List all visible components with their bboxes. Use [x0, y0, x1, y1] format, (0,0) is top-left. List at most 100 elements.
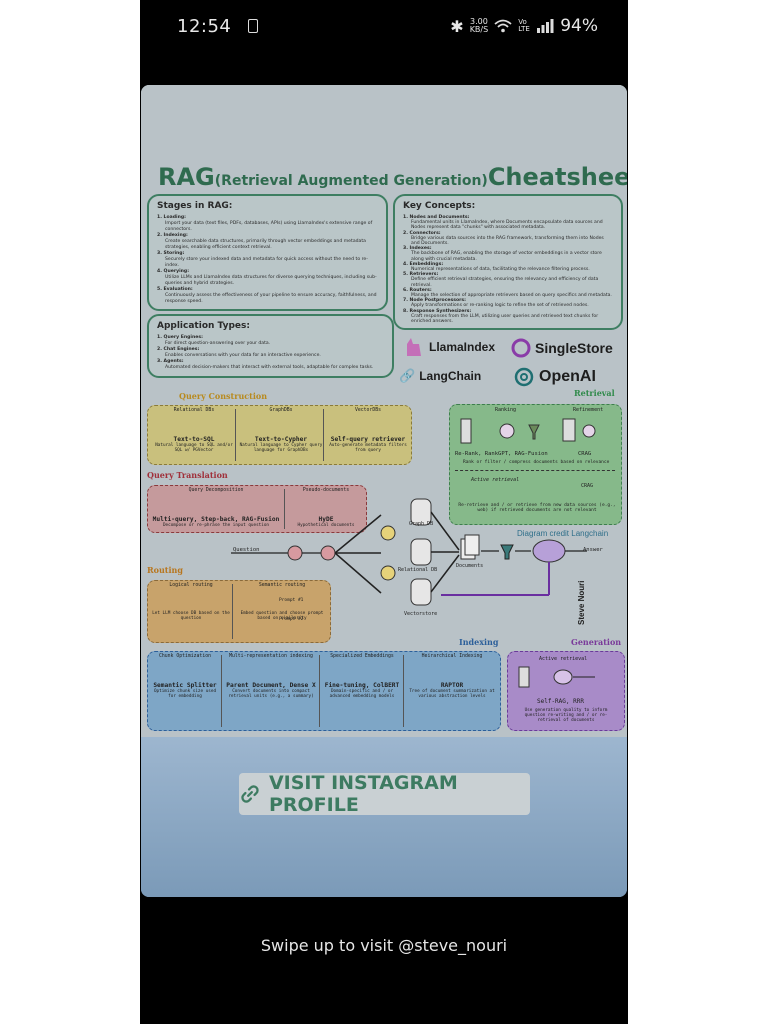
- llama-icon: [407, 338, 421, 356]
- visit-instagram-profile-button[interactable]: VISIT INSTAGRAM PROFILE: [239, 772, 530, 816]
- query-construction-desc: Natural language to Cypher query languag…: [239, 442, 323, 453]
- indexing-heading: Multi-representation indexing: [229, 654, 313, 659]
- relational-db-label: Relational DB: [398, 567, 438, 573]
- stage-item: Import your data (text files, PDFs, data…: [165, 221, 373, 232]
- bluetooth-icon: ✱: [450, 16, 464, 36]
- query-translation-heading: Pseudo-documents: [302, 488, 350, 493]
- prompt-2-label: Prompt #2: [279, 617, 304, 622]
- concept-item: 4. Embeddings:: [403, 261, 444, 267]
- cheatsheet-image: RAG(Retrieval Augmented Generation)Cheat…: [141, 85, 627, 737]
- author-credit: Steve Nouri: [577, 580, 586, 625]
- concept-item: Fundamental units in LlamaIndex, where D…: [411, 220, 603, 231]
- swipe-up-hint[interactable]: Swipe up to visit @steve_nouri: [260, 936, 508, 955]
- application-item: Automated decision-makers that interact …: [165, 365, 374, 370]
- clock: 12:54: [177, 16, 232, 37]
- stage-item: 1. Loading:: [157, 215, 186, 220]
- generation-label: Generation: [571, 637, 622, 647]
- concept-item: 1. Nodes and Documents:: [403, 215, 470, 220]
- stage-item: 3. Storing:: [157, 251, 185, 256]
- concept-item: Define efficient retrieval strategies, e…: [411, 277, 599, 288]
- indexing-name: RAPTOR: [440, 681, 464, 689]
- openai-icon: [514, 367, 534, 387]
- routing-region: [147, 580, 331, 643]
- notification-icon: [248, 19, 258, 33]
- routing-heading: Logical routing: [169, 583, 213, 588]
- refinement-label: Refinement: [573, 407, 604, 413]
- query-construction-name: Self-query retriever: [330, 435, 406, 443]
- gen-name: Self-RAG, RRR: [537, 698, 584, 705]
- stage-item: Securely store your indexed data and met…: [165, 257, 368, 268]
- concept-item: 3. Indexes:: [403, 246, 432, 252]
- applications-heading: Application Types:: [157, 321, 250, 331]
- stage-item: 5. Evaluation:: [157, 287, 193, 292]
- generation-flow-icons: [518, 666, 595, 688]
- stage-item: Create searchable data structures, prima…: [165, 239, 366, 250]
- gen-head: Active retrieval: [539, 656, 588, 662]
- langchain-logo: 🔗 LangChain: [399, 368, 482, 383]
- crag-text-2: CRAG: [581, 483, 594, 489]
- application-item: 2. Chat Engines:: [157, 347, 200, 352]
- battery-level: 94%: [560, 16, 598, 36]
- concept-item: 2. Connectors:: [403, 230, 441, 236]
- stage-item: 2. Indexing:: [157, 233, 188, 238]
- concept-item: Bridge various data sources into the RAG…: [411, 235, 604, 247]
- query-construction-heading: Relational DBs: [173, 408, 215, 413]
- applications-list: 1. Query Engines:For direct question-ans…: [157, 335, 384, 371]
- ranking-label: Ranking: [495, 407, 517, 413]
- crag-text: CRAG: [578, 451, 592, 457]
- wifi-icon: [494, 19, 512, 33]
- query-translation-desc: Decompose or re-phrase the input questio…: [162, 522, 270, 528]
- concept-item: Apply transformations or re-ranking logi…: [411, 303, 589, 309]
- visit-profile-label: VISIT INSTAGRAM PROFILE: [268, 772, 458, 816]
- query-construction-name: Text-to-Cypher: [254, 435, 308, 443]
- concept-item: Numerical representations of data, facil…: [411, 267, 590, 273]
- question-label: Question: [233, 547, 260, 553]
- indexing-desc: Convert documents into compact retrieval…: [228, 688, 314, 699]
- application-item: 1. Query Engines:: [157, 335, 203, 340]
- active-retrieval-desc: Re-retrieve and / or retrieve from new d…: [458, 503, 616, 513]
- diagram-credit: Diagram credit Langchain: [517, 529, 609, 538]
- indexing-region: [147, 651, 501, 731]
- query-translation-desc: Hypothetical documents: [297, 522, 355, 528]
- singlestore-icon: [511, 338, 531, 358]
- query-translation-name: Multi-query, Step-back, RAG-Fusion: [152, 515, 280, 523]
- vectorstore-label: Vectorstore: [404, 611, 438, 617]
- concept-item: 8. Response Synthesizers:: [403, 308, 472, 314]
- documents-label: Documents: [456, 563, 484, 569]
- cheatsheet-title: RAG(Retrieval Augmented Generation)Cheat…: [158, 163, 627, 191]
- signal-icon: [537, 19, 554, 33]
- application-item: For direct question-answering over your …: [165, 341, 271, 346]
- query-construction-label: Query Construction: [179, 391, 268, 401]
- link-icon: [241, 785, 259, 803]
- routing-heading: Semantic routing: [258, 583, 306, 588]
- query-construction-region: [147, 405, 412, 465]
- story-card: RAG(Retrieval Augmented Generation)Cheat…: [141, 85, 627, 897]
- concept-item: 7. Node Postprocessors:: [403, 298, 467, 304]
- stage-item: Utilize LLMs and LlamaIndex data structu…: [165, 275, 377, 286]
- stages-box: Stages in RAG: 1. Loading:Import your da…: [147, 194, 388, 311]
- active-retrieval-label: Active retrieval: [471, 477, 520, 483]
- story-card-footer: [141, 737, 627, 897]
- routing-desc: Let LLM choose DB based on the question: [152, 610, 230, 621]
- application-item: Enables conversations with your data for…: [165, 353, 321, 358]
- indexing-name: Fine-tuning, ColBERT: [324, 681, 400, 689]
- openai-logo: OpenAI: [513, 366, 596, 388]
- applications-box: Application Types: 1. Query Engines:For …: [147, 314, 394, 378]
- indexing-heading: Chunk Optimization: [159, 654, 211, 659]
- indexing-desc: Optimize chunk size used for embedding: [153, 688, 217, 699]
- volte-icon: Vo LTE: [518, 18, 530, 33]
- indexing-heading: Specialized Embeddings: [330, 654, 394, 659]
- routing-label: Routing: [147, 565, 183, 575]
- query-construction-heading: VectorDBs: [355, 408, 381, 413]
- stages-heading: Stages in RAG:: [157, 201, 233, 211]
- rank-desc: Rank or filter / compress documents base…: [463, 460, 610, 465]
